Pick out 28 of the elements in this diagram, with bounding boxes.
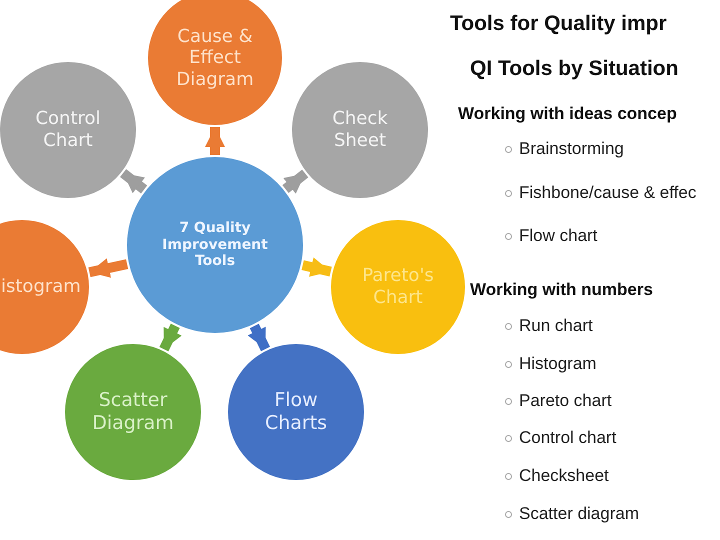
subtitle: QI Tools by Situation [470,57,678,81]
title: Tools for Quality impr [450,12,667,36]
node-label: Check Sheet [331,108,389,152]
node-label: Cause & Effect Diagram [175,26,255,90]
block-arrow [88,258,128,278]
list-item: Brainstorming [505,139,624,159]
node-label: istogram [1,276,81,298]
section-heading: Working with ideas concep [458,104,677,124]
list-item: Control chart [505,428,616,448]
block-arrow [302,257,332,277]
list-item: Checksheet [505,466,609,486]
list-item: Scatter diagram [505,504,639,524]
block-arrow [120,169,148,194]
list-item: Run chart [505,316,593,336]
block-arrow [248,324,270,352]
block-arrow [159,324,182,352]
block-arrow [282,170,308,194]
section-heading: Working with numbers [470,280,653,300]
node-label: Flow Charts [264,389,328,435]
node-label: Pareto's Chart [361,265,435,309]
block-arrow [205,127,225,155]
list-item: Fishbone/cause & effec [505,183,696,203]
list-item: Histogram [505,354,596,374]
list-item: Pareto chart [505,391,612,411]
node-label: 7 Quality Improvement Tools [161,220,269,270]
node-label: Scatter Diagram [91,389,175,435]
node-label: Control Chart [34,108,102,152]
list-item: Flow chart [505,226,598,246]
